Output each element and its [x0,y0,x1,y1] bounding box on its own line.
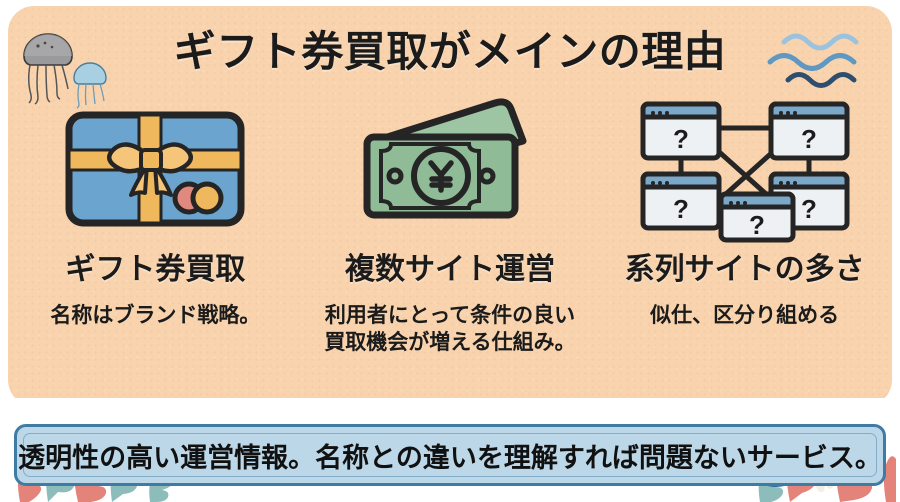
column-affiliated-sites: ? ? ? [597,90,892,390]
column-multiple-sites: 複数サイト運営 利用者にとって条件の良い 買取機会が増える仕組み。 [303,90,598,390]
browser-window: ? [640,171,722,231]
column-heading: 系列サイトの多さ [624,253,865,286]
svg-text:?: ? [801,194,817,224]
svg-text:?: ? [749,210,765,240]
svg-text:?: ? [801,124,817,154]
banknotes-icon-wrap [345,90,555,240]
jellyfish-decoration-group [12,16,142,109]
gift-card-icon [65,111,245,227]
column-heading: 複数サイト運営 [345,253,555,286]
column-body-text: 似仕、区分り組める [650,304,840,327]
gift-card-icon-wrap [55,90,255,240]
svg-text:?: ? [673,194,689,224]
column-heading: ギフト券買取 [65,253,246,286]
page-title: ギフト券買取がメインの理由 [173,28,727,75]
linked-websites-icon: ? ? ? [640,101,850,243]
jellyfish-icon [23,33,107,109]
column-body-text: 名称はブランド戦略。 [50,304,261,327]
svg-text:?: ? [673,124,689,154]
browser-window: ? [718,191,796,243]
columns-container: ギフト券買取 名称はブランド戦略。 [8,90,892,390]
browser-window: ? [640,101,722,161]
banknotes-yen-icon [363,98,527,219]
browser-window: ? [768,101,850,161]
waves-decoration [762,26,880,92]
summary-banner: 透明性の高い運営情報。名称との違いを理解すれば問題ないサービス。 [14,424,886,486]
waves-icon [767,33,859,88]
column-body-text: 利用者にとって条件の良い 買取機会が増える仕組み。 [324,304,576,355]
column-gift-card: ギフト券買取 名称はブランド戦略。 [8,90,303,390]
linked-websites-icon-wrap: ? ? ? [625,90,865,243]
banner-text: 透明性の高い運営情報。名称との違いを理解すれば問題ないサービス。 [18,442,882,473]
